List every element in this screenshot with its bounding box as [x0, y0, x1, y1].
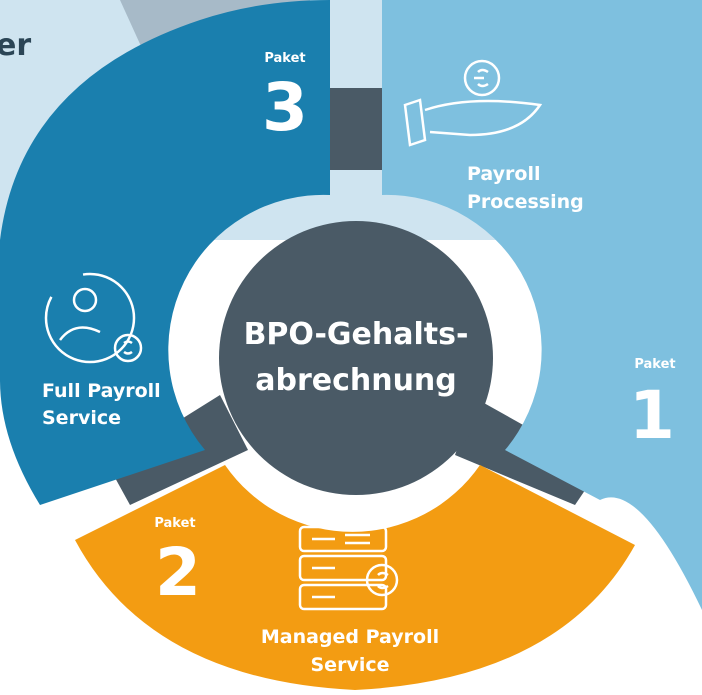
- document-stack-coin-icon: [298, 525, 399, 611]
- package-1-title-line1: Payroll: [467, 163, 541, 185]
- people-cycle-coin-icon: [44, 272, 143, 364]
- package-2-title-line1: Managed Payroll: [261, 626, 439, 648]
- package-3-number: 3: [262, 69, 308, 146]
- background-text: er: [0, 28, 31, 63]
- hub-spoke-top: [330, 88, 382, 170]
- package-3-segment[interactable]: [0, 0, 330, 505]
- package-2-title-line2: Service: [311, 654, 390, 676]
- center-hub: [219, 221, 493, 495]
- package-2-segment[interactable]: [75, 465, 635, 690]
- center-title-line1: BPO-Gehalts-: [244, 317, 469, 352]
- package-3-paket-label: Paket: [264, 51, 305, 66]
- package-3-title-line2: Service: [42, 407, 121, 429]
- center-title-line2: abrechnung: [255, 363, 457, 398]
- package-2-paket-label: Paket: [154, 516, 195, 531]
- package-1-number: 1: [629, 377, 675, 454]
- package-1-segment[interactable]: [382, 0, 702, 610]
- package-3-title-line1: Full Payroll: [42, 380, 161, 402]
- package-1-paket-label: Paket: [634, 357, 675, 372]
- package-2-number: 2: [155, 534, 201, 611]
- hand-coin-icon: [403, 59, 543, 147]
- package-1-title-line2: Processing: [467, 191, 584, 213]
